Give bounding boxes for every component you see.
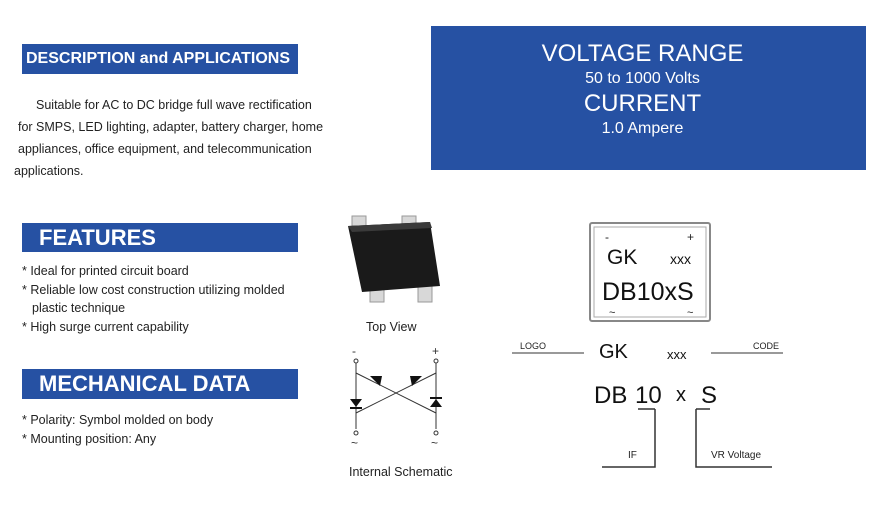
diode-symbol bbox=[430, 399, 442, 407]
description-heading: DESCRIPTION and APPLICATIONS bbox=[22, 44, 298, 74]
if-leader-line bbox=[602, 409, 656, 468]
current-value: 1.0 Ampere bbox=[601, 120, 684, 137]
chip-tilde-label: ~ bbox=[609, 307, 615, 319]
mechanical-heading: MECHANICAL DATA bbox=[22, 369, 298, 399]
voltage-range-title: VOLTAGE RANGE bbox=[541, 40, 744, 67]
mechanical-list: * Polarity: Symbol molded on body * Moun… bbox=[22, 411, 213, 448]
description-line: for SMPS, LED lighting, adapter, battery… bbox=[18, 120, 324, 134]
chip-inner-outline bbox=[593, 226, 707, 318]
list-item: * High surge current capability bbox=[22, 319, 189, 334]
part-current-code: 10 bbox=[635, 382, 662, 409]
current-title: CURRENT bbox=[583, 90, 702, 117]
diode-symbol bbox=[410, 376, 422, 386]
schematic-plus-label: + bbox=[432, 344, 439, 358]
list-item: * Reliable low cost construction utilizi… bbox=[22, 282, 285, 297]
terminal-ac bbox=[433, 430, 439, 436]
schematic-wire bbox=[355, 372, 437, 414]
voltage-range-value: 50 to 1000 Volts bbox=[585, 70, 700, 87]
package-lead bbox=[351, 215, 367, 227]
part-suffix-s: S bbox=[701, 382, 717, 409]
description-line: appliances, office equipment, and teleco… bbox=[18, 142, 312, 156]
description-text: Suitable for AC to DC bridge full wave r… bbox=[14, 94, 364, 182]
diode-symbol bbox=[370, 376, 382, 386]
chip-logo-text: GK bbox=[607, 246, 637, 269]
list-item: * Ideal for printed circuit board bbox=[22, 264, 189, 278]
features-heading: FEATURES bbox=[22, 223, 298, 252]
marking-diagram: - + GK xxx DB10xS ~ ~ LOGO GK xxx CODE D… bbox=[512, 222, 783, 468]
terminal-plus bbox=[433, 358, 439, 364]
vr-leader-line bbox=[695, 409, 772, 468]
features-list: * Ideal for printed circuit board * Reli… bbox=[22, 262, 285, 336]
chip-tilde-label: ~ bbox=[687, 307, 693, 319]
schematic-tilde-label: ~ bbox=[431, 436, 438, 450]
list-item: * Mounting position: Any bbox=[22, 431, 157, 446]
if-label: IF bbox=[628, 450, 637, 461]
part-code-x: x bbox=[676, 384, 686, 406]
internal-schematic-label: Internal Schematic bbox=[349, 465, 453, 479]
chip-plus-label: + bbox=[687, 230, 694, 244]
internal-schematic-diagram: - + ~ ~ bbox=[350, 344, 442, 450]
schematic-minus-label: - bbox=[352, 344, 356, 358]
logo-label: LOGO bbox=[520, 341, 546, 351]
package-top-view-image bbox=[348, 215, 440, 303]
chip-minus-label: - bbox=[605, 230, 609, 244]
package-body-edge bbox=[348, 222, 432, 232]
package-body bbox=[348, 222, 440, 292]
terminal-minus bbox=[353, 358, 359, 364]
part-db: DB bbox=[594, 382, 627, 409]
code-value: xxx bbox=[667, 347, 687, 362]
terminal-ac bbox=[353, 430, 359, 436]
rating-box: VOLTAGE RANGE 50 to 1000 Volts CURRENT 1… bbox=[431, 26, 866, 170]
top-view-label: Top View bbox=[366, 320, 417, 334]
logo-value: GK bbox=[599, 341, 629, 363]
schematic-tilde-label: ~ bbox=[351, 436, 358, 450]
code-label: CODE bbox=[753, 341, 779, 351]
description-line: applications. bbox=[14, 164, 84, 178]
list-item: * Polarity: Symbol molded on body bbox=[22, 413, 214, 427]
list-item: plastic technique bbox=[32, 301, 126, 315]
vr-voltage-label: VR Voltage bbox=[711, 450, 761, 461]
chip-code-text: xxx bbox=[670, 251, 691, 267]
chip-part-number: DB10xS bbox=[602, 278, 694, 306]
diode-symbol bbox=[350, 399, 362, 407]
description-line: Suitable for AC to DC bridge full wave r… bbox=[36, 98, 312, 112]
